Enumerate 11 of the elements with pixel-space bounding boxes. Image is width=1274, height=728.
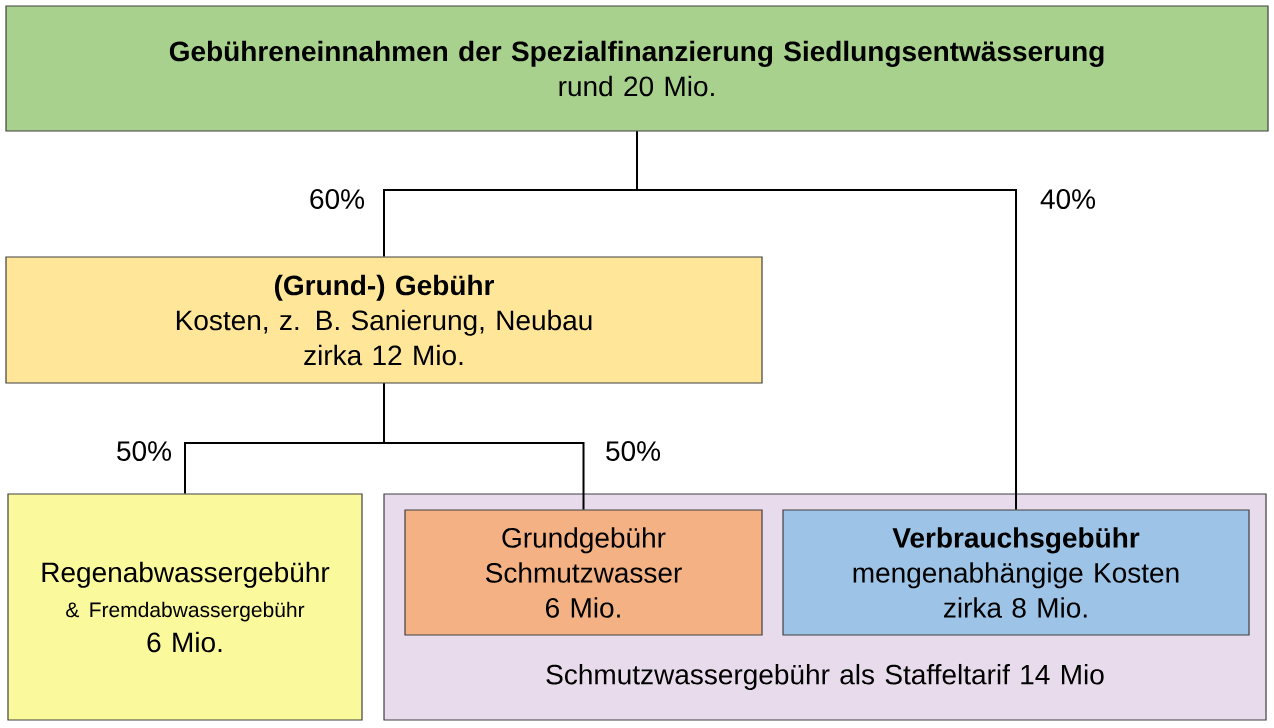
fee-box: Grundgebühr Schmutzwasser 6 Mio. bbox=[404, 509, 763, 636]
fee-box: Verbrauchsgebühr mengenabhängige Kosten zirka 8 Mio. bbox=[782, 509, 1250, 636]
edge-label: 60% bbox=[307, 187, 368, 211]
edge-label: 50% bbox=[114, 439, 175, 463]
connector bbox=[636, 130, 1017, 511]
connector bbox=[383, 382, 585, 511]
fee-box: (Grund-) Gebühr Kosten, z. B. Sanierung, Neubau zirka 12 Mio. bbox=[5, 256, 763, 384]
edge-label: 40% bbox=[1038, 187, 1099, 211]
fee-box: Regenabwassergebühr & Fremdabwassergebühr 6 Mio. bbox=[7, 493, 363, 721]
fee-box: Gebühreneinnahmen der Spezialfinanzierung Siedlungsentwässerung rund 20 Mio. bbox=[5, 5, 1269, 132]
edge-label: 50% bbox=[603, 439, 664, 463]
